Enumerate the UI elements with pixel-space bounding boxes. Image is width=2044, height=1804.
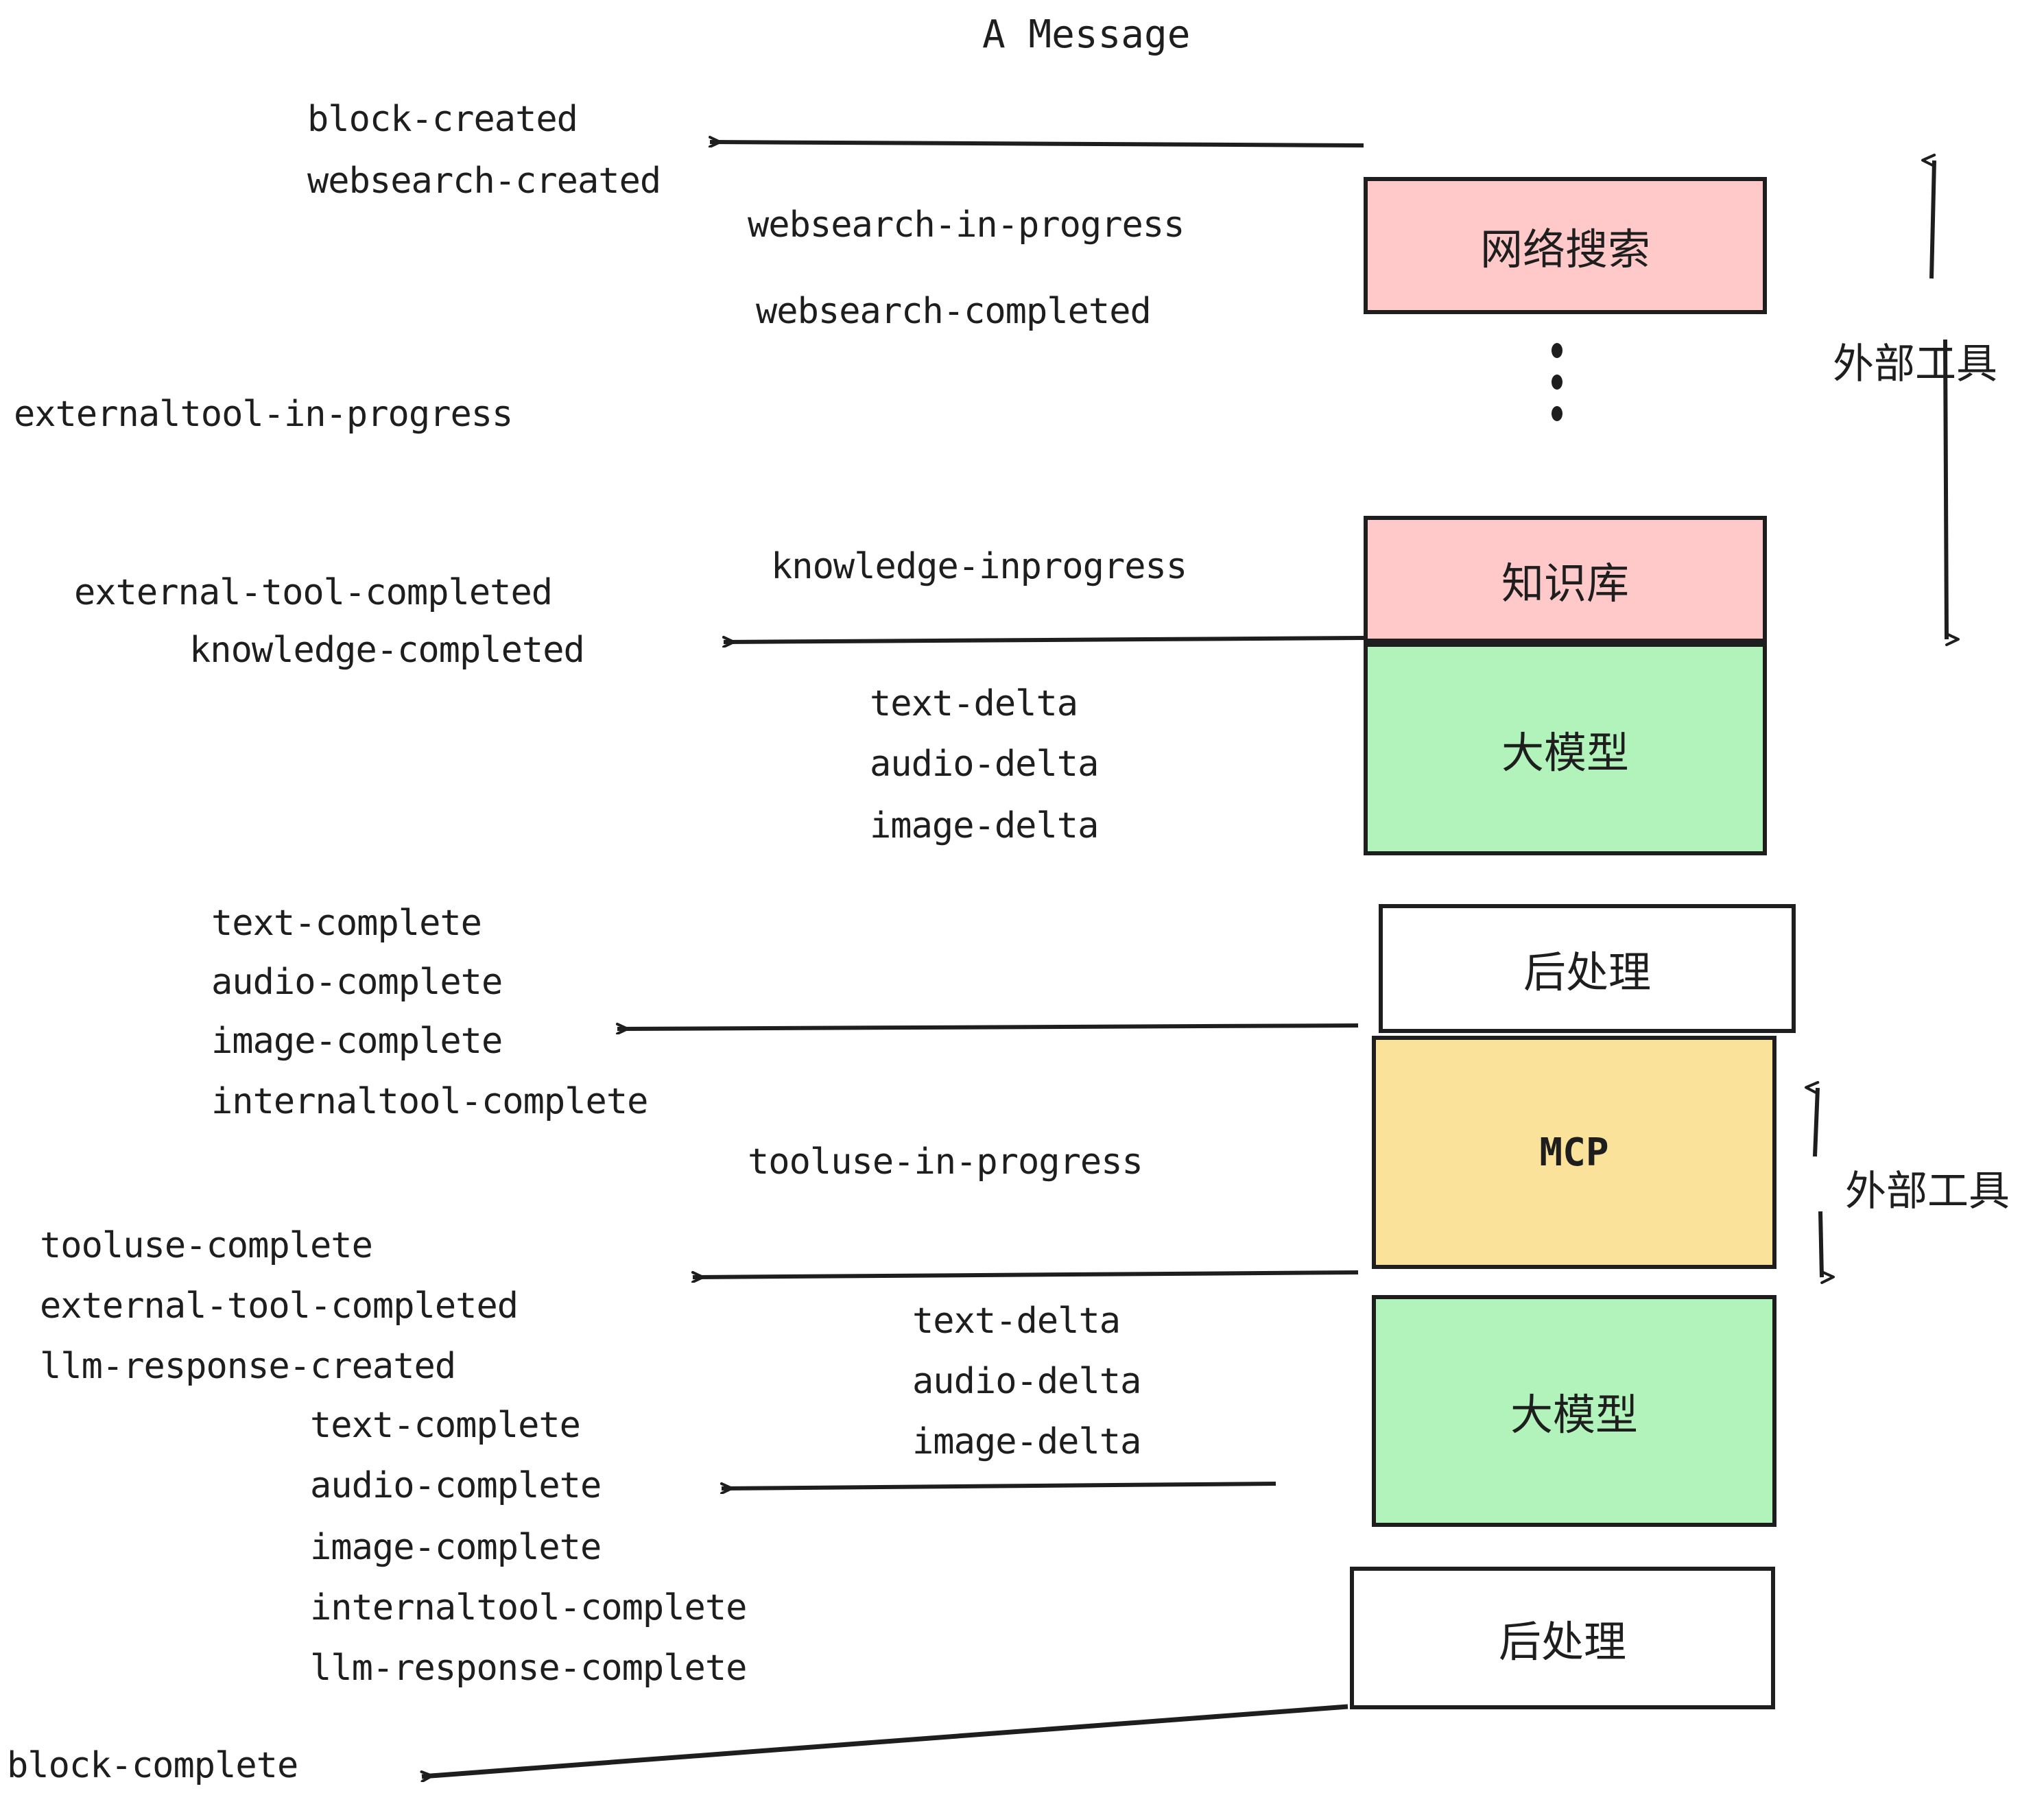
event-block-complete: block-complete (7, 1745, 298, 1786)
event-text-delta-1: text-delta (870, 683, 1078, 724)
event-llm-response-complete: llm-response-complete (310, 1648, 747, 1689)
event-audio-complete-2: audio-complete (310, 1465, 602, 1506)
box-llm-second[interactable]: 大模型 (1372, 1295, 1776, 1527)
event-websearch-completed: websearch-completed (756, 291, 1152, 332)
box-label: MCP (1539, 1130, 1609, 1175)
event-text-complete-2: text-complete (310, 1405, 581, 1446)
box-label: 大模型 (1510, 1390, 1638, 1440)
event-audio-delta-1: audio-delta (870, 744, 1099, 785)
event-knowledge-inprogress: knowledge-inprogress (771, 546, 1187, 587)
arrow-websearch-created (710, 142, 1364, 145)
diagram-title: A Message (982, 12, 1191, 57)
box-label: 大模型 (1501, 728, 1629, 778)
event-image-complete-2: image-complete (310, 1527, 602, 1568)
event-tooluse-complete: tooluse-complete (40, 1225, 373, 1266)
event-external-tool-completed-2: external-tool-completed (40, 1285, 519, 1327)
arrow-knowledge-completed (724, 636, 1364, 642)
arrow-block-complete (422, 1704, 1348, 1777)
event-block-created: block-created (307, 99, 578, 140)
event-audio-delta-2: audio-delta (912, 1361, 1141, 1402)
box-knowledge-base[interactable]: 知识库 (1364, 516, 1767, 643)
arrow-audio-complete (722, 1482, 1276, 1488)
event-audio-complete-1: audio-complete (211, 962, 503, 1003)
double-arrow-external-tools-mcp (1815, 1088, 1822, 1277)
box-label: 知识库 (1501, 558, 1629, 608)
event-llm-response-created: llm-response-created (40, 1346, 456, 1387)
event-websearch-created: websearch-created (307, 161, 661, 202)
event-external-tool-completed-1: external-tool-completed (74, 572, 553, 613)
event-externaltool-in-progress: externaltool-in-progress (14, 394, 513, 435)
event-image-complete-1: image-complete (211, 1021, 503, 1062)
event-websearch-in-progress: websearch-in-progress (748, 204, 1185, 246)
arrow-tooluse-complete (693, 1270, 1359, 1277)
box-label: 后处理 (1523, 947, 1651, 997)
event-image-delta-1: image-delta (870, 805, 1099, 846)
box-mcp[interactable]: MCP (1372, 1036, 1776, 1269)
double-arrow-external-tools-top (1932, 161, 1947, 639)
event-text-delta-2: text-delta (912, 1301, 1121, 1342)
event-knowledge-completed: knowledge-completed (189, 630, 585, 671)
box-label: 网络搜索 (1479, 224, 1650, 274)
arrow-image-complete (617, 1025, 1359, 1029)
event-internaltool-complete-2: internaltool-complete (310, 1587, 747, 1628)
box-postprocess-first[interactable]: 后处理 (1379, 904, 1796, 1033)
event-image-delta-2: image-delta (912, 1421, 1141, 1462)
event-text-complete-1: text-complete (211, 903, 482, 944)
group-label-external-tools-top: 外部工具 (1833, 340, 1997, 388)
event-internaltool-complete-1: internaltool-complete (211, 1081, 648, 1122)
group-label-external-tools-mcp: 外部工具 (1845, 1167, 2010, 1215)
box-web-search[interactable]: 网络搜索 (1364, 177, 1767, 314)
box-label: 后处理 (1498, 1617, 1626, 1667)
event-tooluse-in-progress: tooluse-in-progress (748, 1141, 1143, 1183)
box-postprocess-second[interactable]: 后处理 (1350, 1567, 1775, 1709)
box-llm-first[interactable]: 大模型 (1364, 643, 1767, 855)
vertical-ellipsis-icon (1552, 343, 1562, 421)
